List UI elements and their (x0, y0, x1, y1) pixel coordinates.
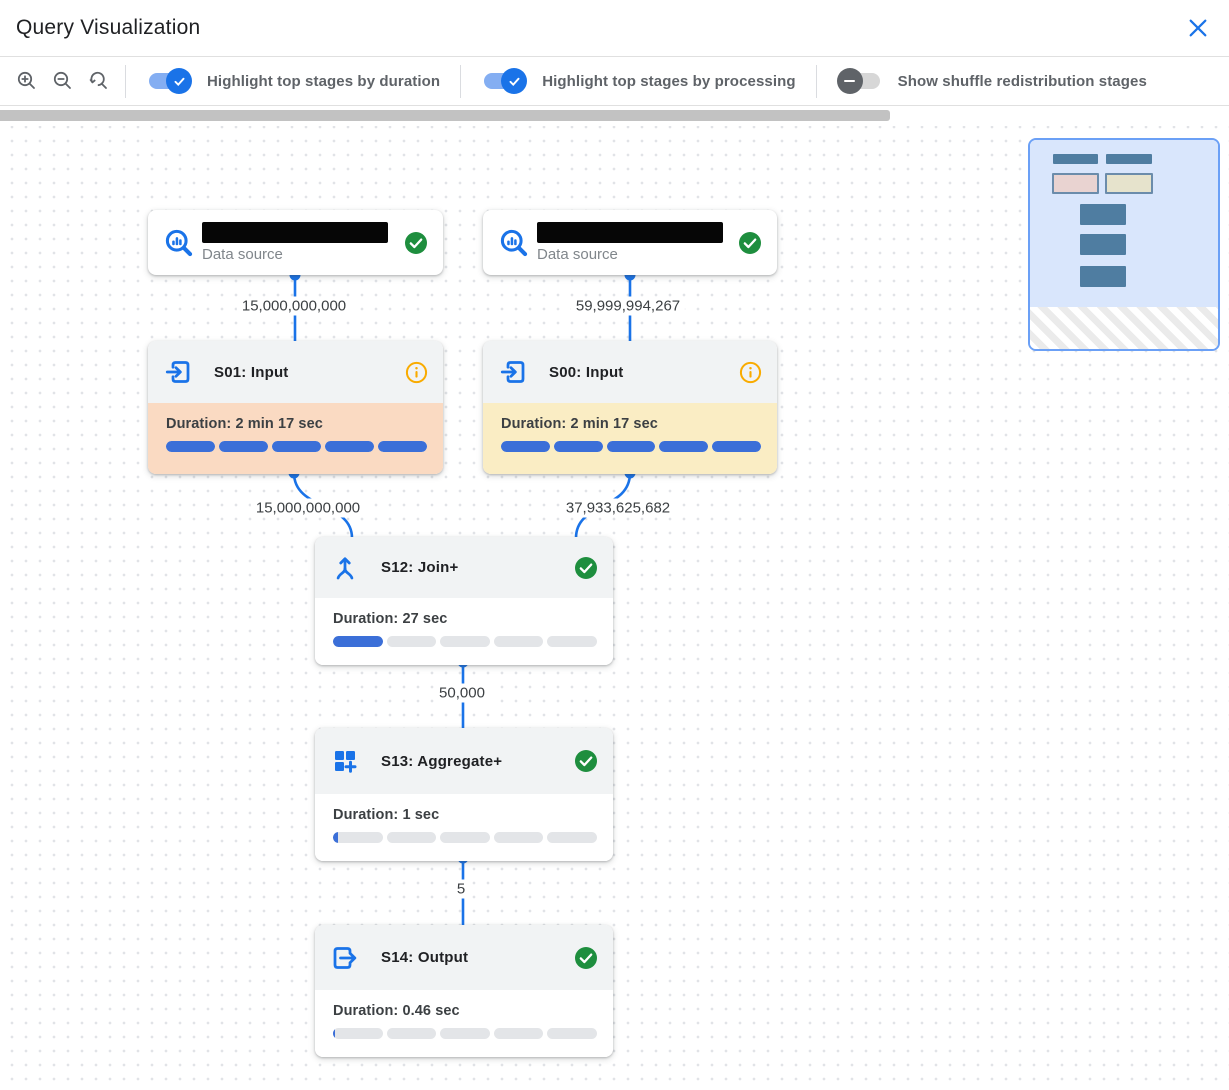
data-source-type-label: Data source (537, 246, 618, 263)
toggle-label-processing: Highlight top stages by processing (542, 72, 796, 90)
edge-row-count: 15,000,000,000 (236, 296, 352, 316)
node-data-source-1[interactable]: Data source (148, 210, 443, 275)
bigquery-data-source-icon (165, 229, 193, 256)
toggle-dash-icon (836, 68, 863, 94)
horizontal-scroll-strip (0, 106, 1229, 126)
edge-row-count: 15,000,000,000 (250, 498, 366, 518)
toolbar-divider (125, 64, 126, 98)
toggle-highlight-processing[interactable] (481, 68, 528, 94)
edge-row-count: 5 (451, 879, 471, 899)
toggle-group-duration: Highlight top stages by duration (126, 68, 460, 94)
success-icon (574, 749, 598, 773)
stage-title: S13: Aggregate+ (381, 752, 503, 770)
zoom-controls (0, 68, 125, 95)
minimap-node (1080, 204, 1126, 225)
stage-duration: Duration: 2 min 17 sec (501, 416, 658, 432)
toggle-highlight-duration[interactable] (146, 68, 192, 94)
stage-title: S01: Input (214, 363, 289, 381)
bigquery-data-source-icon (500, 229, 528, 256)
data-source-type-label: Data source (202, 246, 283, 263)
stage-progress-bar (166, 441, 427, 452)
aggregate-icon (335, 751, 357, 773)
minimap-node (1080, 234, 1126, 255)
stage-progress-bar (501, 441, 761, 452)
stage-title: S12: Join+ (381, 559, 459, 576)
graph-minimap[interactable] (1028, 138, 1220, 351)
stage-progress-bar (333, 636, 597, 647)
success-icon (404, 231, 428, 255)
edge-row-count: 37,933,625,682 (560, 498, 676, 518)
minimap-node (1053, 154, 1098, 164)
node-stage-s13-aggregate[interactable]: S13: Aggregate+ Duration: 1 sec (315, 728, 613, 861)
node-stage-s14-output[interactable]: S14: Output Duration: 0.46 sec (315, 925, 613, 1057)
node-stage-s00-input[interactable]: S00: Input Duration: 2 min 17 sec (483, 341, 777, 474)
toggle-group-shuffle: Show shuffle redistribution stages (817, 68, 1167, 94)
toggle-label-duration: Highlight top stages by duration (207, 72, 441, 90)
node-stage-s12-join[interactable]: S12: Join+ Duration: 27 sec (315, 537, 613, 665)
dialog-title: Query Visualization (16, 16, 201, 39)
stage-title: S14: Output (381, 949, 469, 966)
output-icon (333, 946, 357, 969)
toggle-show-shuffle[interactable] (836, 68, 883, 94)
stage-duration: Duration: 2 min 17 sec (166, 416, 323, 432)
stage-progress-bar (333, 1028, 597, 1039)
query-graph-canvas[interactable]: 15,000,000,000 59,999,994,267 15,000,000… (0, 126, 1229, 1090)
zoom-out-icon[interactable] (49, 68, 76, 95)
zoom-reset-icon[interactable] (85, 68, 112, 95)
stage-progress-bar (333, 832, 597, 843)
minimap-node-highlight-duration (1052, 173, 1099, 194)
success-icon (574, 946, 598, 970)
edge-row-count: 59,999,994,267 (570, 296, 686, 316)
toggle-check-icon (166, 68, 192, 94)
close-icon[interactable] (1185, 15, 1211, 41)
input-icon (500, 361, 525, 383)
stage-duration: Duration: 0.46 sec (333, 1003, 460, 1019)
zoom-in-icon[interactable] (13, 68, 40, 95)
info-icon[interactable] (404, 360, 428, 384)
stage-title: S00: Input (549, 363, 624, 381)
node-stage-s01-input[interactable]: S01: Input Duration: 2 min 17 sec (148, 341, 443, 474)
info-icon[interactable] (738, 360, 762, 384)
toggle-label-shuffle: Show shuffle redistribution stages (897, 72, 1147, 90)
success-icon (738, 231, 762, 255)
toolbar-divider (460, 64, 462, 98)
horizontal-scrollbar-thumb[interactable] (0, 110, 890, 121)
edge-row-count: 50,000 (434, 683, 490, 703)
toggle-check-icon (501, 68, 528, 94)
minimap-node (1080, 266, 1126, 287)
minimap-node-highlight-processing (1105, 173, 1153, 194)
input-icon (165, 361, 190, 383)
minimap-node (1106, 154, 1152, 164)
toolbar-divider (815, 64, 817, 98)
minimap-out-of-view-hatch (1030, 307, 1218, 349)
toggle-group-processing: Highlight top stages by processing (461, 68, 815, 94)
redacted-table-name (202, 222, 388, 243)
redacted-table-name (537, 222, 723, 243)
stage-duration: Duration: 27 sec (333, 611, 448, 627)
stage-duration: Duration: 1 sec (333, 807, 440, 823)
dialog-header: Query Visualization (0, 0, 1229, 57)
toolbar: Highlight top stages by duration Highlig… (0, 57, 1229, 106)
node-data-source-2[interactable]: Data source (483, 210, 777, 275)
join-icon (336, 556, 354, 579)
success-icon (574, 556, 598, 580)
